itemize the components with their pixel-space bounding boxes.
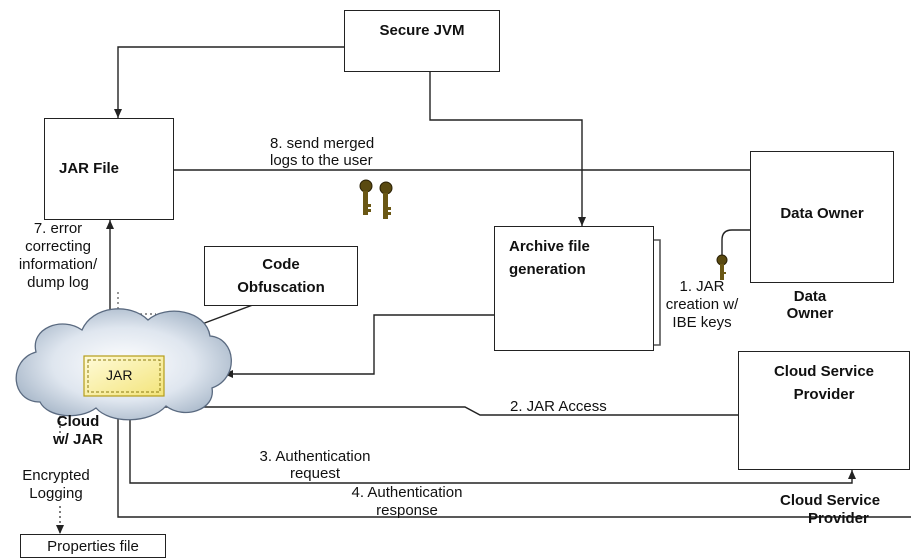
jar-inner-box <box>83 355 165 397</box>
send-label-1: 8. send merged <box>270 135 375 152</box>
jar-file-label: JAR File <box>59 160 120 177</box>
code-label-2: Obfuscation <box>237 279 325 296</box>
jar-creation-label-1: 1. JAR <box>679 278 725 295</box>
bracket-archive <box>654 239 661 346</box>
cloud-label-1: Cloud <box>56 413 100 430</box>
cloud-label-2: w/ JAR <box>52 431 103 448</box>
csp-outer-label-2: Provider <box>808 510 869 527</box>
jar-file-box: JAR File <box>44 118 174 220</box>
arrow-auth-request <box>129 400 856 484</box>
error-label-3: information/ <box>18 256 98 273</box>
data-owner-box: Data Owner <box>750 151 894 283</box>
arrow-archive-to-cloud <box>224 314 494 378</box>
data-owner-label-2: Owner <box>786 305 834 322</box>
data-owner-label-1: Data <box>793 288 827 305</box>
archive-box: Archive file generation <box>494 226 654 351</box>
auth-request-label-2: request <box>289 465 341 482</box>
jar-access-label: 2. JAR Access <box>510 398 607 415</box>
properties-file-label: Properties file <box>47 538 139 555</box>
arrow-jvm-to-jar <box>114 46 344 118</box>
auth-response-label-1: 4. Authentication <box>351 484 463 501</box>
arrow-auth-response <box>114 400 911 518</box>
arrow-jvm-to-archive <box>429 72 586 226</box>
code-obfuscation-box: Code Obfuscation <box>204 246 358 306</box>
encrypted-logging-label-1: Encrypted <box>22 467 90 484</box>
properties-file-box: Properties file <box>20 534 166 558</box>
auth-response-label-2: response <box>376 502 438 519</box>
error-label-2: correcting <box>25 238 91 255</box>
archive-label-2: generation <box>509 261 586 278</box>
jar-creation-label-2: creation w/ <box>665 296 739 313</box>
jar-creation-label-3: IBE keys <box>672 314 732 331</box>
data-owner-box-label: Data Owner <box>780 205 864 222</box>
csp-label-1: Cloud Service <box>773 363 875 380</box>
auth-request-label-1: 3. Authentication <box>259 448 371 465</box>
keys-icon <box>359 179 393 219</box>
error-label-1: 7. error <box>33 220 83 237</box>
secure-jvm-label: Secure JVM <box>379 22 465 39</box>
csp-label-2: Provider <box>793 386 855 403</box>
archive-label-1: Archive file <box>509 238 590 255</box>
cloud-service-provider-box: Cloud Service Provider <box>738 351 910 470</box>
send-label-2: logs to the user <box>270 152 373 169</box>
jar-inner-label: JAR <box>106 367 133 383</box>
code-label-1: Code <box>262 256 300 273</box>
jar-inner-dash <box>87 359 161 393</box>
line-key-to-owner <box>721 229 750 256</box>
csp-outer-label-1: Cloud Service <box>780 492 881 509</box>
arrow-jar-access <box>134 403 738 416</box>
error-label-4: dump log <box>27 274 89 291</box>
key-small-icon <box>716 254 728 280</box>
secure-jvm-box: Secure JVM <box>344 10 500 72</box>
encrypted-logging-label-2: Logging <box>29 485 83 502</box>
